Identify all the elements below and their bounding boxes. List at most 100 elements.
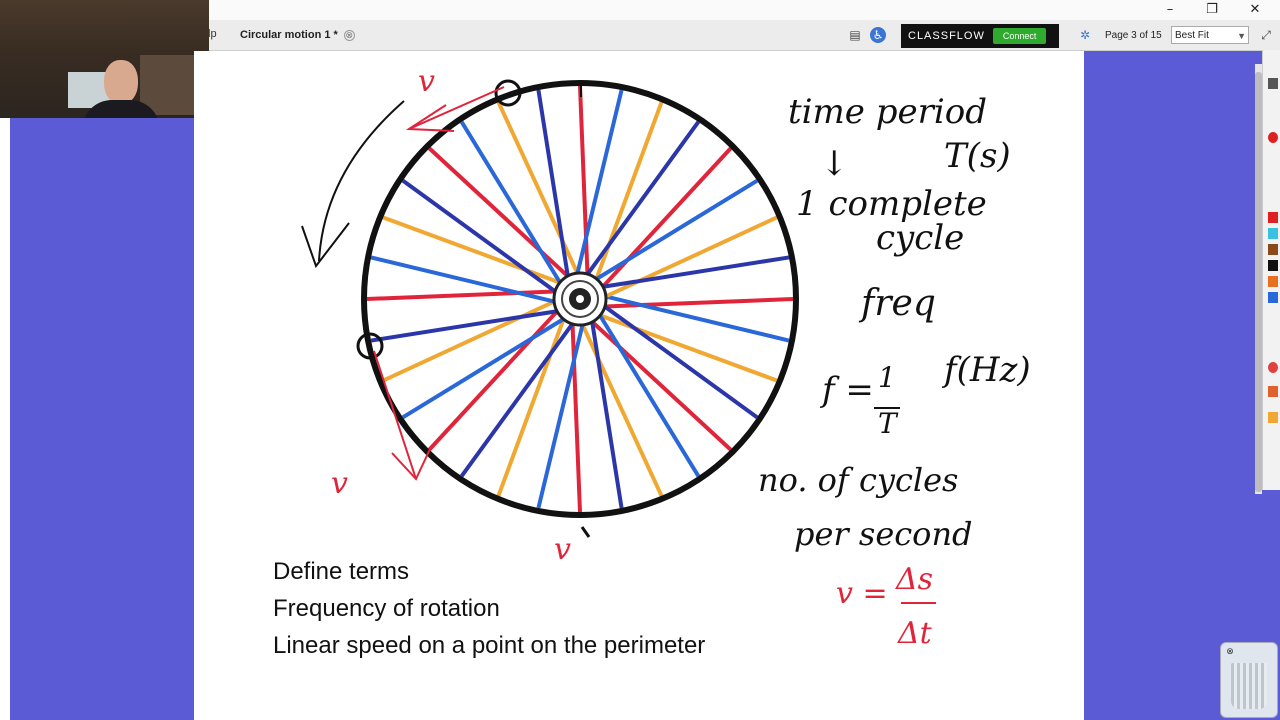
terms-list: Define terms Frequency of rotation Linea… [273,553,705,664]
note-time-period: time period [788,92,987,132]
wheel-spoke [570,315,582,513]
color-swatch-cyan[interactable] [1268,228,1278,239]
settings-icon[interactable]: ✲ [1079,28,1091,42]
color-swatch-blue[interactable] [1268,292,1278,303]
eraser-icon[interactable] [1268,362,1278,373]
zoom-select-value: Best Fit [1175,30,1209,41]
color-swatch-red[interactable] [1268,212,1278,223]
wheel-spoke [366,289,564,301]
wheel-spoke [580,120,700,283]
point-marker-left [356,332,384,360]
app-toolbar: – ❐ ✕ lp Circular motion 1 * ⊗ ▤ ♿ CLASS… [0,0,1280,51]
page-indicator: Page 3 of 15 [1105,30,1162,41]
velocity-label-bottom: v [554,532,571,567]
left-panel [0,118,10,720]
scrollbar-thumb[interactable] [1255,72,1262,492]
highlighter-icon[interactable] [1268,412,1278,423]
wheel-spoke [382,215,569,288]
wheel-spoke [588,178,759,286]
wheel-spoke [591,101,664,288]
help-menu[interactable]: lp [208,28,217,40]
note-numerator-one: 1 [878,361,896,394]
wheel-spoke [578,85,590,283]
tab-label: Circular motion 1 * [240,29,338,41]
wheel-spoke [496,310,569,497]
wheel-spoke [459,120,567,291]
note-cycle: cycle [876,218,964,258]
velocity-label-top: v [418,64,435,99]
color-swatch-orange[interactable] [1268,276,1278,287]
canvas-drawing: v v v time period T(s) ↓ 1 complete cycl… [301,64,1031,651]
flipchart-canvas[interactable]: v v v time period T(s) ↓ 1 complete cycl… [194,51,1084,720]
document-icon[interactable]: ▤ [849,28,861,42]
vertical-scrollbar[interactable] [1255,64,1262,494]
wheel-rim [361,80,799,518]
wheel-spoke [460,315,580,478]
velocity-arrow-top [408,86,505,130]
note-delta-s: Δs [895,562,933,597]
wheel-spoke [401,179,564,299]
record-icon[interactable] [1268,132,1278,143]
tab-close-icon[interactable]: ⊗ [343,29,355,41]
classflow-panel: CLASSFLOW Connect [901,24,1059,48]
color-swatch-black[interactable] [1268,260,1278,271]
wheel-spoke [595,147,733,295]
rotation-arrow [318,100,405,262]
wheel-spoke [573,89,624,283]
title-bar [0,0,1280,20]
shape-icon[interactable] [1268,386,1278,397]
wheel-spoke [428,146,576,284]
wheel-spoke [370,255,564,306]
close-button[interactable]: ✕ [1249,2,1261,17]
pen-mark [580,526,591,538]
hub-dot [576,295,584,303]
wheel-spokes [366,85,794,513]
connect-button[interactable]: Connect [992,28,1047,44]
restore-button[interactable]: ❐ [1206,2,1218,17]
velocity-arrowhead-top [405,104,455,132]
wheel-spoke [596,297,794,309]
tab-circular-motion[interactable]: Circular motion 1 * ⊗ [232,24,363,46]
wheel-spoke [584,314,732,452]
webcam-presenter-head [104,60,138,104]
accessibility-icon[interactable]: ♿ [870,27,886,43]
minimize-button[interactable]: – [1166,2,1174,17]
term-item: Define terms [273,558,410,585]
note-arrow-down: ↓ [820,144,849,184]
note-T-unit: T(s) [944,136,1011,176]
note-one-complete: 1 complete [796,184,987,224]
color-swatch-brown[interactable] [1268,244,1278,255]
wheel-spoke [536,89,572,285]
trash-can[interactable]: ⊗ [1220,642,1278,718]
trash-icon [1231,663,1267,709]
webcam-overlay [0,0,209,118]
wheel-spoke [496,101,583,282]
point-marker-top [494,79,522,107]
wheel-spoke [596,299,759,419]
wheel-spoke [588,313,624,509]
chevron-down-icon: ▼ [1237,31,1246,41]
classflow-logo: CLASSFLOW [908,30,985,42]
rotation-arrowhead [301,222,350,269]
wheel-spoke [427,303,565,451]
zoom-select[interactable]: Best Fit ▼ [1171,26,1249,44]
note-delta-t: Δt [897,616,933,651]
wheel-spoke [593,307,701,478]
webcam-presenter-body [82,100,160,118]
wheel-spoke [594,255,790,291]
velocity-arrowhead-left [391,448,431,481]
fullscreen-icon[interactable]: ⤢ [1261,28,1271,42]
tool-icon[interactable] [1268,78,1278,89]
wheel-spoke [591,310,778,383]
note-f-eq: f = [819,370,874,410]
wheel-spoke [401,312,572,420]
right-toolbar [1262,50,1280,490]
term-item: Frequency of rotation [273,595,500,622]
wheel-spoke [596,292,790,343]
note-freq: freq [858,283,936,324]
velocity-arrow-left [373,350,417,480]
term-item: Linear speed on a point on the perimeter [273,632,706,659]
close-icon[interactable]: ⊗ [1226,646,1234,656]
note-f-unit: f(Hz) [941,350,1031,390]
wheel-spoke [597,215,778,302]
